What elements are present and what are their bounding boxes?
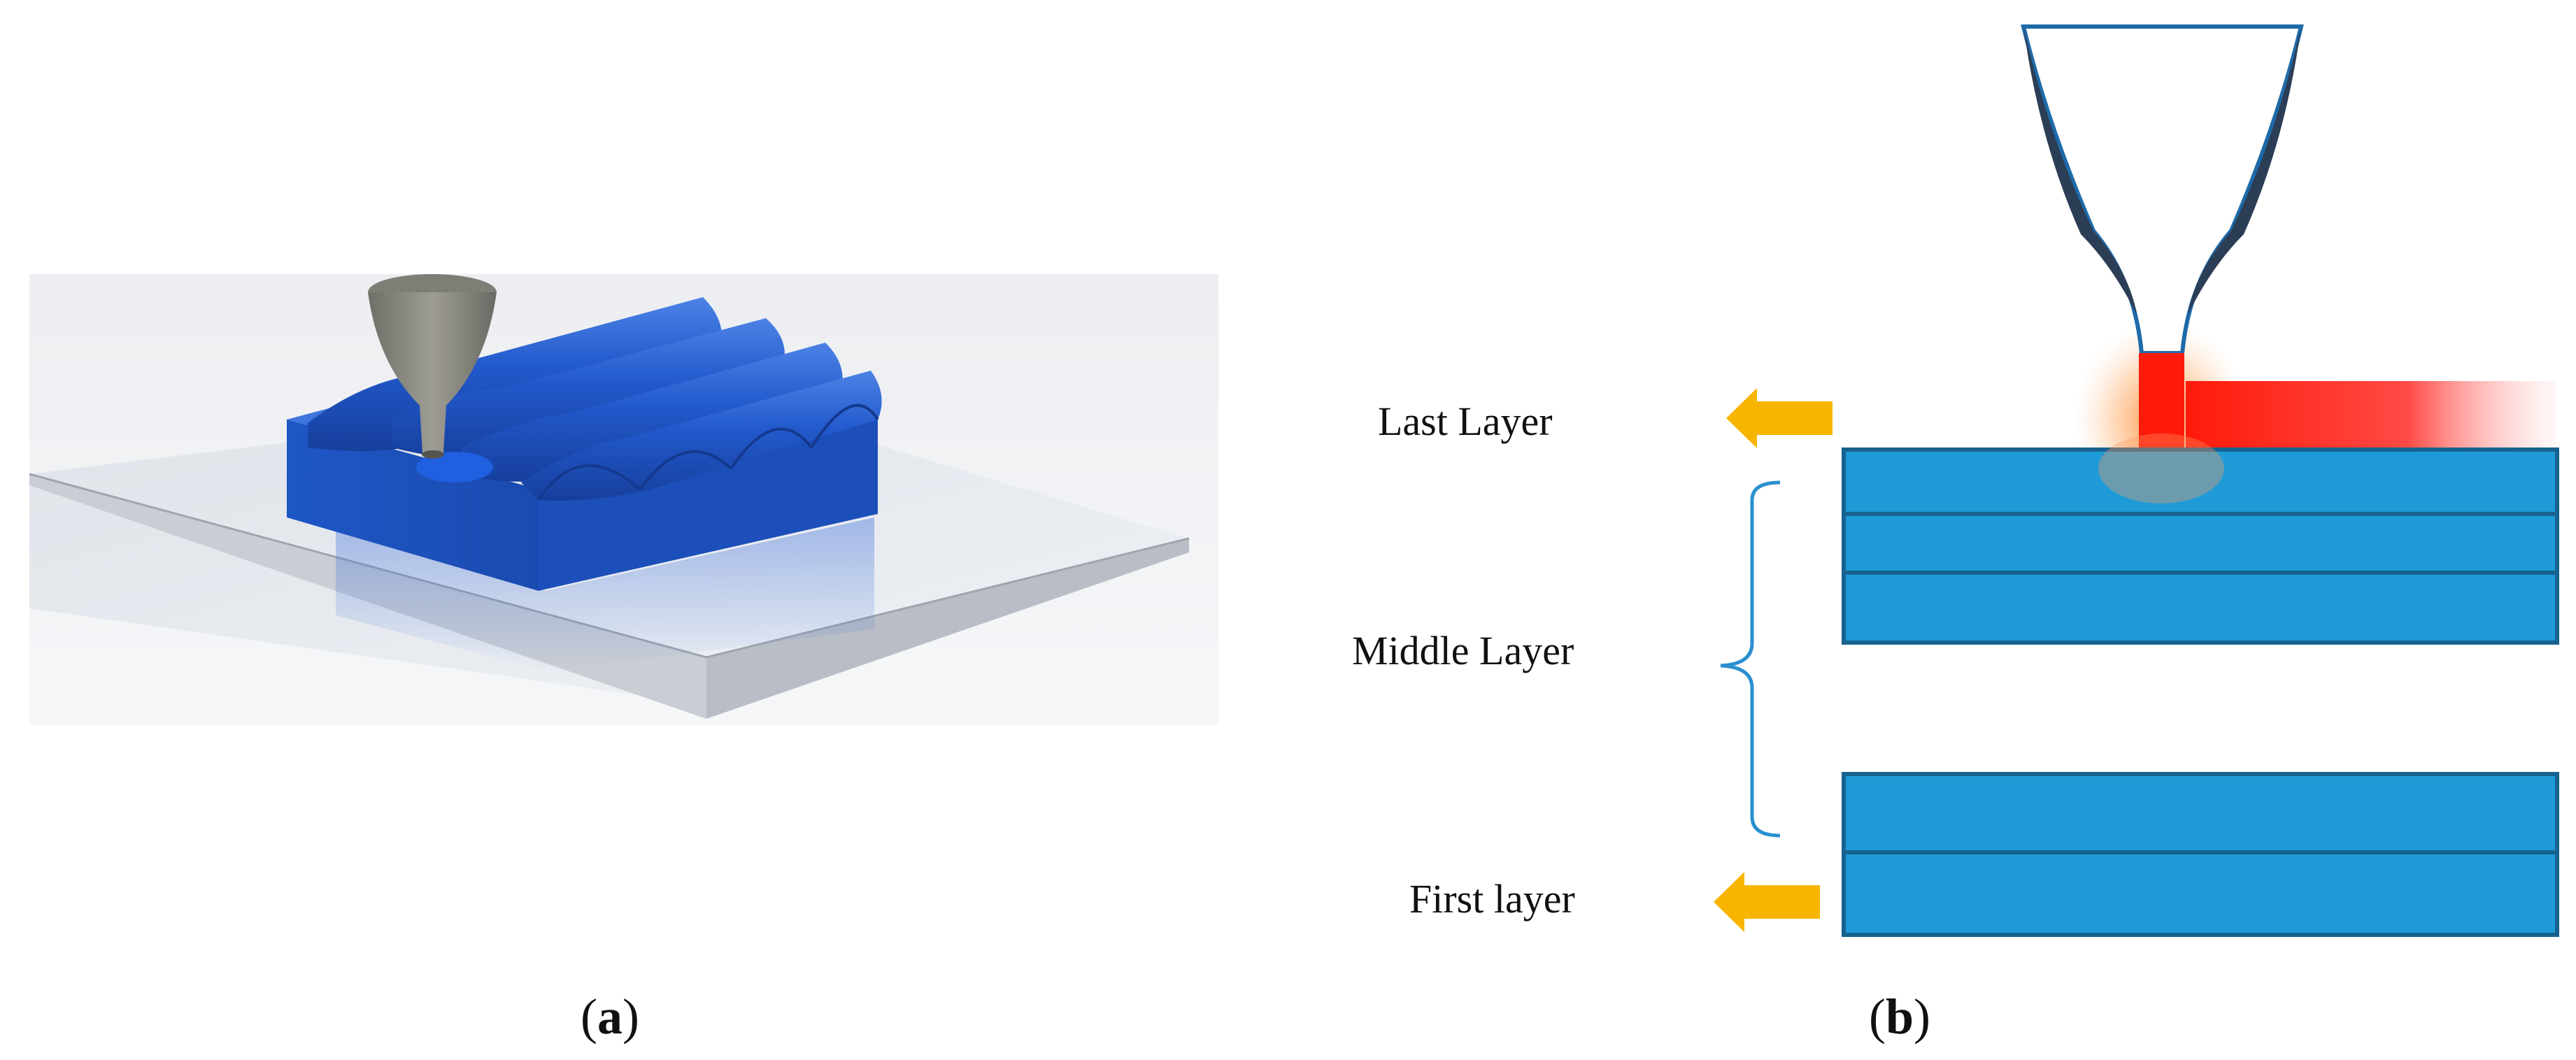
nozzle-icon — [2021, 24, 2304, 355]
caption-a: (a) — [581, 991, 639, 1042]
caption-a-letter: a — [597, 989, 622, 1045]
label-first-layer: First layer — [1409, 876, 1575, 922]
layer-bar — [1842, 512, 2559, 575]
bead-end — [639, 450, 732, 491]
left-arrow-icon — [1726, 388, 1833, 448]
heat-glow-layer — [2098, 434, 2224, 503]
first-layers-stack — [1842, 772, 2559, 937]
label-last-layer: Last Layer — [1378, 399, 1553, 444]
melt-trail — [2186, 381, 2556, 447]
bead — [521, 371, 882, 501]
panel-a-render — [29, 274, 1218, 725]
caption-b-close: ) — [1914, 989, 1931, 1045]
layer-bar — [1842, 571, 2559, 645]
layer-bar — [1842, 772, 2559, 854]
bead-end — [810, 403, 879, 449]
middle-layers-stack — [1842, 447, 2559, 645]
caption-a-close: ) — [622, 989, 639, 1045]
panel-b-schematic — [1714, 24, 2559, 937]
bead-end — [537, 464, 641, 501]
deposited-block — [287, 297, 882, 591]
caption-b-open: ( — [1869, 989, 1886, 1045]
bead-end — [730, 427, 813, 470]
layer-bar — [1842, 850, 2559, 937]
curly-brace-icon — [1720, 480, 1781, 838]
bead — [392, 318, 785, 460]
block-reflection — [336, 517, 874, 671]
left-arrow-icon — [1714, 872, 1820, 932]
bead — [462, 343, 843, 482]
melt-pool-a — [416, 452, 493, 482]
caption-b: (b) — [1869, 991, 1930, 1042]
layer-bar — [1842, 447, 2559, 516]
caption-a-open: ( — [581, 989, 597, 1045]
melt-column — [2139, 353, 2184, 447]
caption-b-letter: b — [1885, 989, 1914, 1045]
nozzle-icon — [368, 274, 497, 459]
label-middle-layer: Middle Layer — [1352, 628, 1574, 673]
